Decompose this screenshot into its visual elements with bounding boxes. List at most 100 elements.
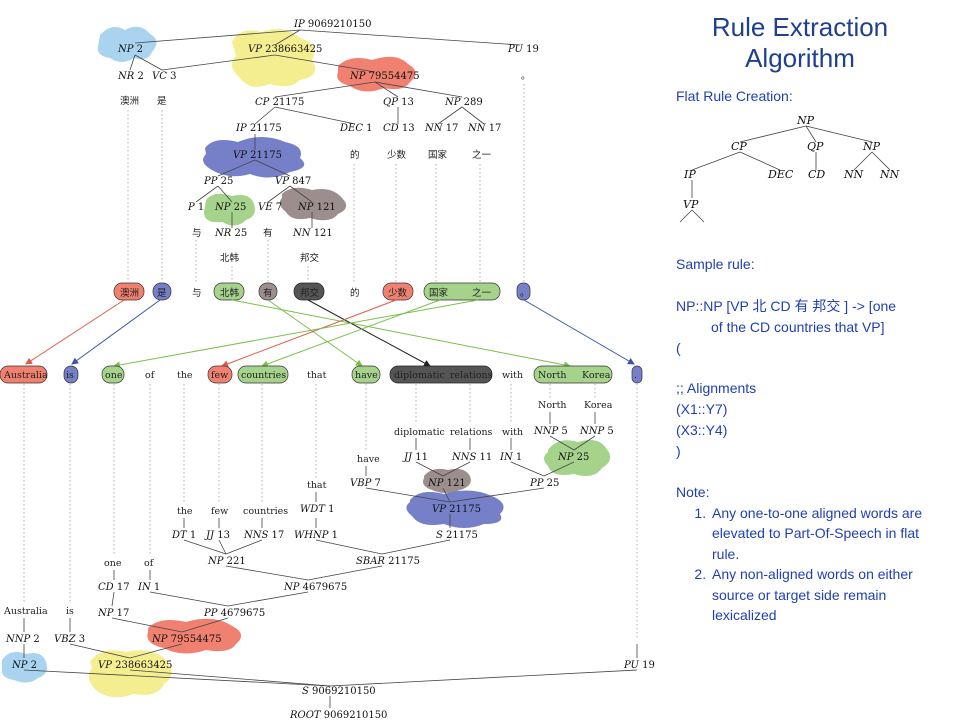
src-node-ip-root: IP 9069210150 xyxy=(293,19,372,30)
tgt-node-vp238: VP 238663425 xyxy=(98,660,172,671)
sample-rule-heading: Sample rule: xyxy=(676,256,755,272)
notes-list: Any one-to-one aligned words are elevate… xyxy=(676,503,946,626)
paren-close: ) xyxy=(676,443,681,459)
mini-qp: QP xyxy=(807,140,824,153)
tgt-node-s: S 9069210150 xyxy=(302,686,376,697)
src-word-yu: 与 xyxy=(192,228,202,239)
tgt-node-nns11: NNS 11 xyxy=(451,452,492,463)
source-tree-edges xyxy=(129,29,521,228)
src-token-aozhou: 澳洲 xyxy=(120,287,139,299)
src-word-de: 的 xyxy=(350,149,360,161)
tgt-node-nnp5a: NNP 5 xyxy=(533,426,568,437)
src-node-cp: CP 21175 xyxy=(255,97,304,108)
link-zhiyi-one xyxy=(113,299,479,369)
tgt-node-np17: NP 17 xyxy=(97,608,129,619)
alignment-1: (X1::Y7) xyxy=(676,401,728,417)
src-token-period-box xyxy=(516,282,531,301)
link-aozhou-australia xyxy=(25,299,125,365)
tgt-token-australia-box xyxy=(0,365,48,384)
tgt-token-diplomatic-box xyxy=(389,365,493,384)
src-node-qp: QP 13 xyxy=(383,97,414,108)
tgt-leaf-that: that xyxy=(307,480,327,491)
src-node-np795: NP 79554475 xyxy=(349,71,420,82)
notes-block: Note: Any one-to-one aligned words are e… xyxy=(676,482,946,626)
src-word-beihan: 北韩 xyxy=(220,252,240,264)
blob-vp238-source xyxy=(231,29,316,87)
target-tree-nodes: North Korea NNP 5 NNP 5 diplomatic relat… xyxy=(3,400,655,720)
tgt-node-vbz3: VBZ 3 xyxy=(54,634,85,645)
src-node-nn121: NN 121 xyxy=(292,228,333,239)
src-word-period: 。 xyxy=(521,71,531,82)
src-node-cd: CD 13 xyxy=(383,123,415,134)
tgt-node-jj11: JJ 11 xyxy=(402,452,428,463)
tgt-node-np121: NP 121 xyxy=(427,478,466,489)
tgt-node-jj13: JJ 13 xyxy=(204,530,230,541)
src-token-bangjiao: 邦交 xyxy=(300,287,320,299)
link-bangjiao-diplomatic xyxy=(307,299,431,367)
alignments-block: ;; Alignments (X1::Y7) (X3::Y4) ) xyxy=(676,378,756,462)
src-node-vp21175: VP 21175 xyxy=(233,150,282,161)
tgt-token-have-box xyxy=(351,365,381,384)
src-node-pp25: PP 25 xyxy=(203,176,233,187)
tgt-leaf-countries: countries xyxy=(243,506,288,517)
tgt-node-pp4679: PP 4679675 xyxy=(203,608,265,619)
mini-np: NP xyxy=(862,140,881,153)
src-node-vp847: VP 847 xyxy=(275,176,311,187)
tgt-leaf-of: of xyxy=(144,558,155,569)
src-word-bangjiao: 邦交 xyxy=(300,252,320,264)
src-node-vp238: VP 238663425 xyxy=(248,44,322,55)
mini-vp: VP xyxy=(683,198,699,211)
tgt-token-australia: Australia xyxy=(3,370,48,381)
link-shaoshu-few xyxy=(221,299,397,368)
tgt-token-period: . xyxy=(634,370,637,381)
src-word-shaoshu: 少数 xyxy=(387,149,407,161)
tgt-token-countries: countries xyxy=(241,370,286,381)
tgt-leaf-with: with xyxy=(502,427,523,438)
tgt-token-relations: relations xyxy=(450,370,493,381)
tgt-leaf-one: one xyxy=(104,558,122,569)
tgt-node-vbp7: VBP 7 xyxy=(350,478,381,489)
flat-rule-heading: Flat Rule Creation: xyxy=(676,88,793,104)
mini-nn-1: NN xyxy=(843,168,864,181)
tgt-token-countries-box xyxy=(237,365,289,384)
tgt-token-that: that xyxy=(307,370,327,381)
src-token-guojia: 国家 xyxy=(429,287,449,299)
tgt-token-the: the xyxy=(177,370,193,381)
blob-np2-source xyxy=(97,26,157,62)
tgt-leaf-have: have xyxy=(357,454,380,465)
target-tree-edges xyxy=(23,412,638,708)
src-word-aozhou: 澳洲 xyxy=(120,95,139,107)
tgt-token-korea: Korea xyxy=(582,370,611,381)
blob-vp238-target xyxy=(88,650,172,698)
link-guojia-countries xyxy=(261,299,441,368)
src-node-nr25: NR 25 xyxy=(214,228,247,239)
src-node-vc3: VC 3 xyxy=(152,71,176,82)
src-node-np2: NP 2 xyxy=(117,44,143,55)
rule-line-2: of the CD countries that VP] xyxy=(711,319,885,335)
tgt-node-in1b: IN 1 xyxy=(137,582,160,593)
tgt-node-np795: NP 79554475 xyxy=(151,634,222,645)
tgt-leaf-australia: Australia xyxy=(3,606,48,617)
src-word-guojia: 国家 xyxy=(428,149,448,161)
tgt-node-nns17: NNS 17 xyxy=(243,530,284,541)
title-line-2: Algorithm xyxy=(745,43,855,73)
blob-vp21175-source xyxy=(203,137,305,178)
tgt-node-in1a: IN 1 xyxy=(499,452,522,463)
note-heading: Note: xyxy=(676,484,710,500)
mini-dec: DEC xyxy=(767,168,794,181)
tgt-node-pp25: PP 25 xyxy=(529,478,559,489)
tgt-node-np221: NP 221 xyxy=(207,556,246,567)
link-period-period xyxy=(523,299,635,365)
tgt-node-pu19: PU 19 xyxy=(623,660,655,671)
tgt-leaf-is: is xyxy=(66,606,74,617)
tgt-token-one: one xyxy=(105,370,123,381)
source-tree-nodes: IP 9069210150 NP 2 VP 238663425 PU 19 NR… xyxy=(117,19,539,264)
tgt-node-np25: NP 25 xyxy=(557,452,589,463)
blob-np795-target xyxy=(147,618,242,654)
tgt-node-root: ROOT 9069210150 xyxy=(289,710,387,720)
rule-line-1: NP::NP [VP 北 CD 有 邦交 ] -> [one xyxy=(676,298,897,314)
src-node-np25: NP 25 xyxy=(214,202,246,213)
src-node-nn17a: NN 17 xyxy=(424,123,458,134)
src-token-aozhou-box xyxy=(113,282,145,301)
blob-np2-target xyxy=(1,652,47,683)
